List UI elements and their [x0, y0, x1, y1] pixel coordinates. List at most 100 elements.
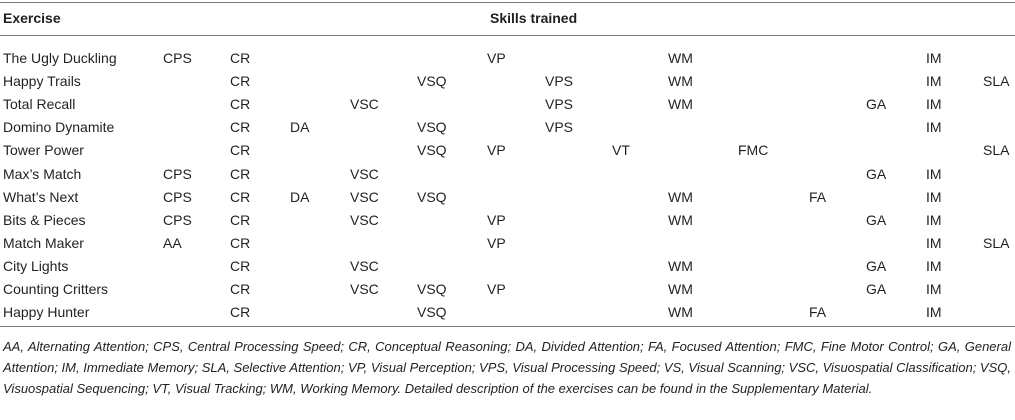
- skill-cell: IM: [926, 234, 942, 251]
- skill-cell: VSQ: [417, 142, 447, 159]
- exercise-name: The Ugly Duckling: [3, 50, 117, 66]
- exercise-name: What’s Next: [3, 188, 79, 205]
- skill-cell: CR: [230, 119, 251, 136]
- skill-cell: CPS: [163, 211, 192, 228]
- skill-cell: VSC: [350, 257, 379, 274]
- skill-cell: FA: [809, 304, 827, 321]
- skill-cell: IM: [926, 257, 942, 274]
- skill-cell: VSC: [350, 188, 379, 205]
- table-row: The Ugly Duckling CPS CR VP WM IM: [0, 49, 1015, 72]
- exercise-name: Counting Critters: [3, 281, 109, 297]
- skill-cell: VSQ: [417, 281, 447, 297]
- skill-cell: IM: [926, 304, 942, 321]
- skill-cell: IM: [926, 50, 942, 66]
- skill-cell: CR: [230, 211, 251, 228]
- skill-cell: AA: [163, 234, 182, 251]
- exercise-name: Max’s Match: [3, 165, 82, 182]
- skill-cell: VSC: [350, 211, 379, 228]
- skill-cell: WM: [668, 281, 693, 297]
- skill-cell: VSC: [350, 165, 379, 182]
- exercise-name: City Lights: [3, 257, 69, 274]
- exercise-name: Happy Hunter: [3, 304, 90, 321]
- table-row: Match Maker AA CR VP IM SLA: [0, 234, 1015, 257]
- table-row: Domino Dynamite CR DA VSQ VPS IM: [0, 118, 1015, 141]
- skill-cell: IM: [926, 165, 942, 182]
- skill-cell: CR: [230, 188, 251, 205]
- exercise-name: Happy Trails: [3, 73, 81, 90]
- skill-cell: VT: [612, 142, 630, 159]
- skill-cell: CPS: [163, 165, 192, 182]
- exercise-name: Tower Power: [3, 142, 84, 159]
- skill-cell: WM: [668, 257, 693, 274]
- skill-cell: VSQ: [417, 304, 447, 321]
- table-row: Total Recall CR VSC VPS WM GA IM: [0, 95, 1015, 118]
- skill-cell: VSC: [350, 96, 379, 113]
- table-row: Happy Trails CR VSQ VPS WM IM SLA: [0, 72, 1015, 95]
- skill-cell: CR: [230, 73, 251, 90]
- skill-cell: CR: [230, 281, 251, 297]
- skill-cell: WM: [668, 50, 693, 66]
- skill-cell: VP: [487, 281, 506, 297]
- skill-cell: SLA: [983, 73, 1010, 90]
- skill-cell: WM: [668, 73, 693, 90]
- skill-cell: IM: [926, 281, 942, 297]
- skill-cell: VPS: [545, 96, 574, 113]
- skill-cell: SLA: [983, 234, 1010, 251]
- skill-cell: VSQ: [417, 73, 447, 90]
- exercise-name: Bits & Pieces: [3, 211, 86, 228]
- skill-cell: IM: [926, 119, 942, 136]
- skill-cell: GA: [866, 281, 887, 297]
- skill-cell: SLA: [983, 142, 1010, 159]
- skill-cell: VSC: [350, 281, 379, 297]
- exercise-name: Match Maker: [3, 234, 84, 251]
- skill-cell: CR: [230, 257, 251, 274]
- skill-cell: VP: [487, 234, 506, 251]
- table-row: What’s Next CPS CR DA VSC VSQ WM FA IM: [0, 188, 1015, 211]
- skill-cell: CR: [230, 96, 251, 113]
- skill-cell: VPS: [545, 119, 574, 136]
- skill-cell: CPS: [163, 188, 192, 205]
- skill-cell: IM: [926, 211, 942, 228]
- skill-cell: GA: [866, 96, 887, 113]
- table-header-rule: [0, 35, 1015, 36]
- header-skills-trained: Skills trained: [490, 10, 578, 26]
- table-row: Bits & Pieces CPS CR VSC VP WM GA IM: [0, 211, 1015, 234]
- skill-cell: WM: [668, 211, 693, 228]
- skill-cell: IM: [926, 96, 942, 113]
- exercise-name: Domino Dynamite: [3, 119, 115, 136]
- skill-cell: GA: [866, 165, 887, 182]
- skill-cell: GA: [866, 257, 887, 274]
- skill-cell: CR: [230, 165, 251, 182]
- table-row: Happy Hunter CR VSQ WM FA IM: [0, 303, 1015, 326]
- table-row: Max’s Match CPS CR VSC GA IM: [0, 165, 1015, 188]
- skill-cell: VPS: [545, 73, 574, 90]
- skill-cell: CR: [230, 234, 251, 251]
- skill-cell: VSQ: [417, 188, 447, 205]
- skill-cell: WM: [668, 96, 693, 113]
- table-row: Tower Power CR VSQ VP VT FMC SLA: [0, 141, 1015, 164]
- skill-cell: CR: [230, 50, 251, 66]
- skill-cell: VP: [487, 50, 506, 66]
- skill-cell: FMC: [738, 142, 769, 159]
- skill-cell: DA: [290, 188, 310, 205]
- exercise-name: Total Recall: [3, 96, 76, 113]
- skill-cell: WM: [668, 304, 693, 321]
- skill-cell: GA: [866, 211, 887, 228]
- table-top-rule: [0, 2, 1015, 3]
- skill-cell: VP: [487, 142, 506, 159]
- table-row: City Lights CR VSC WM GA IM: [0, 257, 1015, 280]
- skill-cell: FA: [809, 188, 827, 205]
- skill-cell: VP: [487, 211, 506, 228]
- skill-cell: IM: [926, 188, 942, 205]
- skill-cell: CR: [230, 304, 251, 321]
- table-footnote: AA, Alternating Attention; CPS, Central …: [3, 339, 1011, 396]
- skill-cell: CR: [230, 142, 251, 159]
- table-row: Counting Critters CR VSC VSQ VP WM GA IM: [0, 280, 1015, 303]
- skill-cell: CPS: [163, 50, 192, 66]
- skill-cell: IM: [926, 73, 942, 90]
- table-bottom-rule: [0, 326, 1015, 327]
- skill-cell: DA: [290, 119, 310, 136]
- skill-cell: VSQ: [417, 119, 447, 136]
- skill-cell: WM: [668, 188, 693, 205]
- header-exercise: Exercise: [3, 10, 61, 26]
